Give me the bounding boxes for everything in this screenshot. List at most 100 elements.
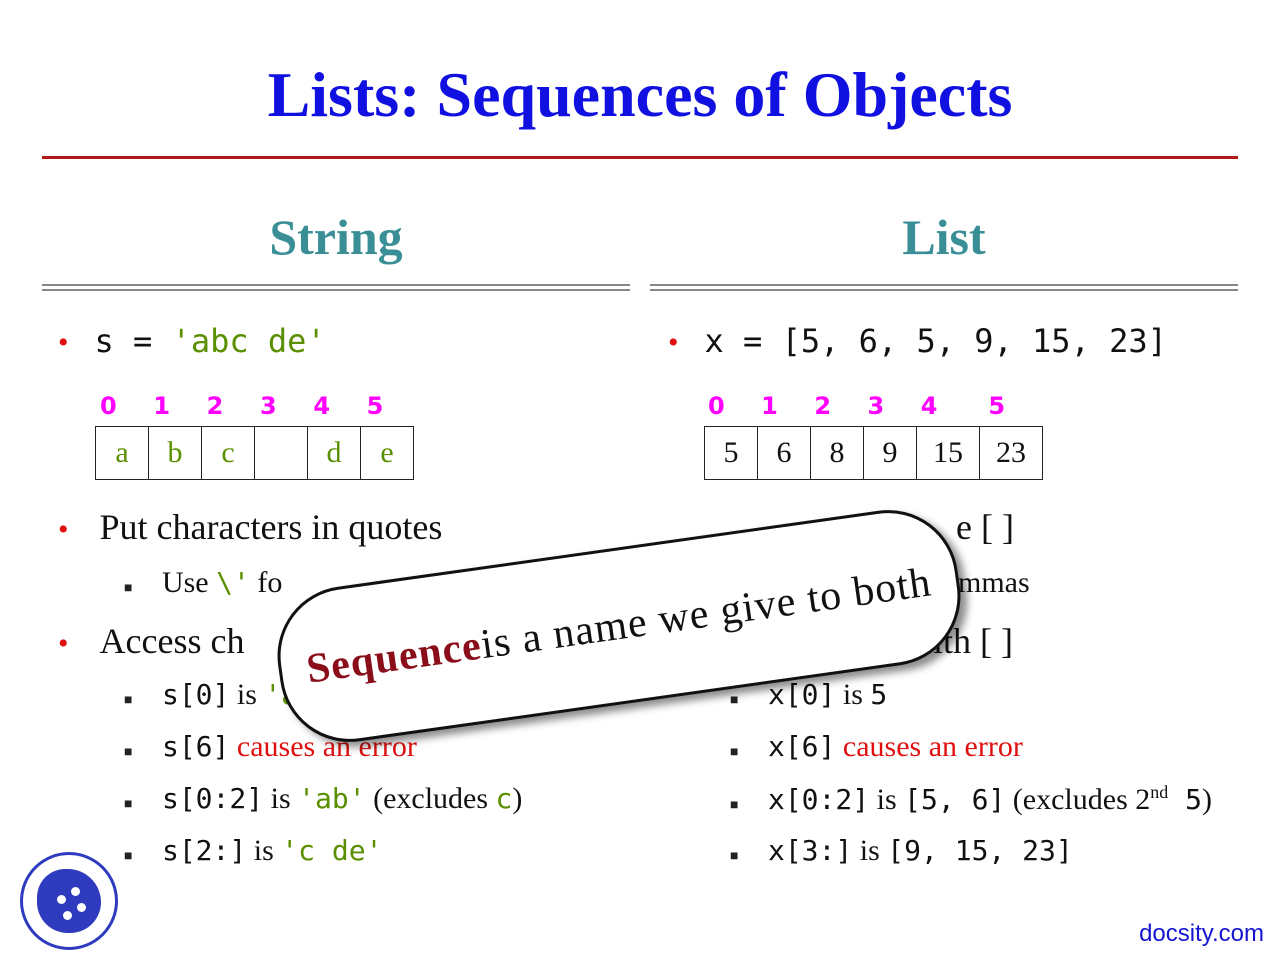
index-label: 2 [206, 392, 224, 420]
code: x[6] [767, 730, 836, 763]
string-heading-rule [42, 284, 630, 291]
index-label: 3 [259, 392, 277, 420]
bullet-text: Access ch [99, 621, 245, 661]
slide-title: Lists: Sequences of Objects [267, 59, 1013, 130]
list-heading: List [902, 209, 986, 265]
string-cell: a [96, 427, 149, 479]
value: 'ab' [298, 782, 366, 815]
list-cell: 15 [917, 427, 980, 479]
logo-dot [71, 887, 80, 896]
string-cell: c [202, 427, 255, 479]
square-bullet-icon: ■ [730, 693, 739, 708]
code: x[3:] [767, 834, 853, 867]
text: is [869, 783, 905, 816]
square-bullet-icon: ■ [124, 797, 133, 812]
text: ) [1201, 783, 1212, 816]
value: 5 [1168, 783, 1202, 816]
list-cell: 6 [758, 427, 811, 479]
error-text: causes an error [842, 730, 1023, 763]
string-cell: d [308, 427, 361, 479]
list-cell: 9 [864, 427, 917, 479]
square-bullet-icon: ■ [730, 798, 739, 813]
text [835, 730, 843, 763]
text: (excludes 2 [1005, 783, 1151, 816]
assign-op: = [113, 322, 172, 360]
escape-code: \' [216, 566, 250, 599]
square-bullet-icon: ■ [124, 849, 133, 864]
text: is [852, 834, 888, 867]
square-bullet-icon: ■ [730, 849, 739, 864]
index-label: 0 [708, 392, 725, 420]
string-var: s [94, 322, 114, 360]
assign-op: = [723, 322, 782, 360]
bullet-dot-icon: • [58, 326, 69, 359]
docsity-brand[interactable]: docsity.com [1139, 920, 1264, 947]
logo-shape [37, 869, 101, 933]
superscript: nd [1150, 782, 1169, 802]
list-literal: [5, 6, 5, 9, 15, 23] [781, 322, 1167, 360]
bullet-dot-icon: • [668, 326, 679, 359]
bullet-dot-icon: • [58, 627, 69, 660]
bullet-dot-icon: • [58, 513, 69, 546]
value: c [495, 782, 513, 815]
string-assign-bullet: • s = 'abc de' [58, 322, 326, 360]
value: [9, 15, 23] [887, 834, 1073, 867]
code: s[6] [161, 730, 230, 763]
text [229, 730, 237, 763]
list-cell: 23 [996, 436, 1026, 469]
code: s[0:2] [161, 782, 264, 815]
square-bullet-icon: ■ [124, 693, 133, 708]
index-label: 2 [814, 392, 832, 420]
string-index-row: 0 1 2 3 4 5 [96, 392, 416, 420]
title-divider [42, 156, 1238, 159]
string-cell [255, 427, 308, 479]
text: (excludes [365, 782, 496, 815]
index-label: 4 [313, 392, 331, 420]
list-cell: 5 [705, 427, 758, 479]
sub-text: Use [161, 566, 217, 599]
text: is [835, 678, 871, 711]
square-bullet-icon: ■ [124, 745, 133, 760]
list-item-0: ■ x[0] is 5 [730, 678, 887, 712]
string-cell: b [149, 427, 202, 479]
value: 5 [870, 678, 888, 711]
index-label: 3 [867, 392, 885, 420]
index-label: 1 [153, 392, 171, 420]
string-bullet-quotes: • Put characters in quotes [58, 506, 442, 548]
index-label: 5 [988, 392, 1006, 420]
logo-dot [57, 895, 66, 904]
list-assign-bullet: • x = [5, 6, 5, 9, 15, 23] [668, 322, 1167, 360]
string-sub-escape: ■ Use \' fo [124, 566, 282, 600]
callout-keyword: Sequence [303, 622, 485, 693]
string-cells: a b c d e [95, 426, 414, 480]
square-bullet-icon: ■ [124, 581, 133, 596]
list-item-2: ■ x[0:2] is [5, 6] (excludes 2nd 5) [730, 782, 1212, 817]
code: s[2:] [161, 834, 247, 867]
string-literal: 'abc de' [171, 322, 326, 360]
index-label: 4 [920, 392, 938, 420]
list-var: x [704, 322, 724, 360]
text: is [229, 678, 265, 711]
list-item-1: ■ x[6] causes an error [730, 730, 1023, 764]
index-label: 0 [100, 392, 117, 420]
list-item-3: ■ x[3:] is [9, 15, 23] [730, 834, 1073, 868]
index-label: 1 [761, 392, 778, 420]
docsity-logo-icon [20, 852, 118, 950]
sub-text-cont: fo [249, 566, 283, 599]
text: ) [512, 782, 523, 815]
callout-text: is a name we give to both [478, 559, 935, 669]
text: is [246, 834, 282, 867]
string-heading: String [269, 209, 403, 265]
code: s[0] [161, 678, 230, 711]
list-sub-commas-tail: mmas [958, 566, 1030, 599]
string-item-3: ■ s[2:] is 'c de' [124, 834, 382, 868]
string-bullet-access: • Access ch [58, 620, 244, 662]
code: x[0:2] [767, 783, 870, 816]
index-label: 5 [366, 392, 384, 420]
value: 'c de' [281, 834, 383, 867]
square-bullet-icon: ■ [730, 745, 739, 760]
list-heading-rule [650, 284, 1238, 291]
string-cell: e [380, 436, 394, 469]
list-cell: 8 [811, 427, 864, 479]
list-cells: 5 6 8 9 15 23 [704, 426, 1043, 480]
